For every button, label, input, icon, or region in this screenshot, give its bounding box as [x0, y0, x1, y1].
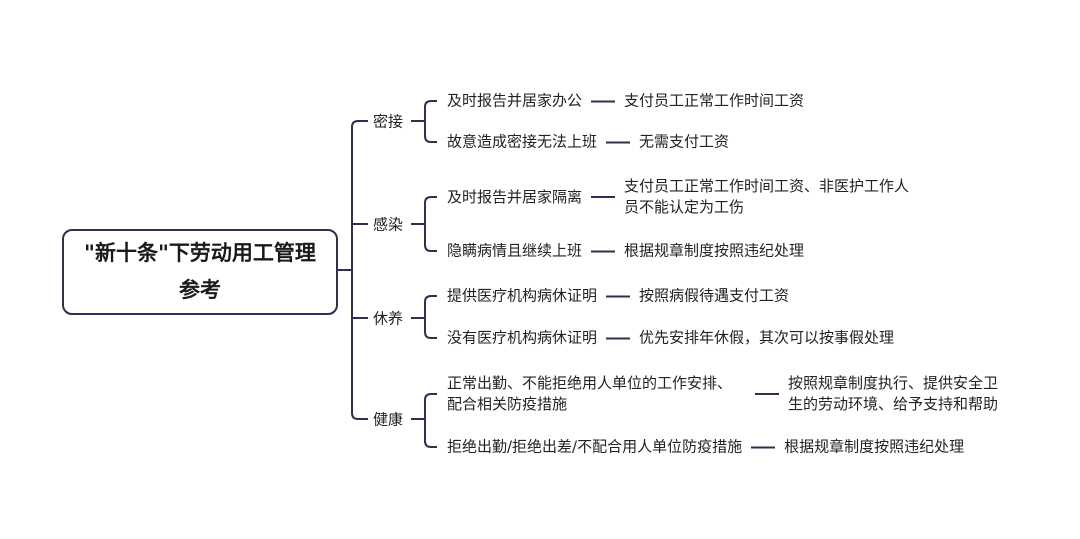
result-text: 按照病假待遇支付工资 — [639, 286, 790, 305]
condition-text: 隐瞒病情且继续上班 — [447, 241, 583, 260]
condition-text: 拒绝出勤/拒绝出差/不配合用人单位防疫措施 — [447, 437, 743, 456]
branch-miji: 密接 — [373, 112, 404, 131]
list-item: 拒绝出勤/拒绝出差/不配合用人单位防疫措施 根据规章制度按照违纪处理 — [447, 437, 964, 458]
root-node: "新十条"下劳动用工管理 参考 — [62, 229, 338, 315]
branch-xiuyang: 休养 — [373, 309, 404, 328]
connector-dash — [591, 250, 616, 252]
connector-dash — [751, 446, 776, 448]
condition-text: 提供医疗机构病休证明 — [447, 286, 598, 305]
list-item: 及时报告并居家办公 支付员工正常工作时间工资 — [447, 91, 804, 112]
condition-text: 故意造成密接无法上班 — [447, 132, 598, 151]
condition-text: 正常出勤、不能拒绝用人单位的工作安排、配合相关防疫措施 — [447, 374, 733, 413]
root-title-line1: "新十条"下劳动用工管理 — [84, 241, 316, 265]
connector-dash — [591, 196, 616, 198]
subtree-jiankang — [411, 393, 437, 448]
result-text: 按照规章制度执行、提供安全卫生的劳动环境、给予支持和帮助 — [788, 374, 999, 413]
connector-dash — [755, 393, 779, 395]
list-item: 提供医疗机构病休证明 按照病假待遇支付工资 — [447, 286, 789, 307]
result-text: 根据规章制度按照违纪处理 — [624, 241, 805, 260]
branch-ganran: 感染 — [373, 215, 404, 234]
connector-dash — [606, 295, 631, 297]
connector-dash — [606, 141, 631, 143]
list-item: 没有医疗机构病休证明 优先安排年休假，其次可以按事假处理 — [447, 328, 894, 349]
branch-jiankang: 健康 — [373, 410, 404, 429]
condition-text: 没有医疗机构病休证明 — [447, 328, 598, 347]
list-item: 故意造成密接无法上班 无需支付工资 — [447, 132, 729, 153]
result-text: 支付员工正常工作时间工资 — [624, 91, 805, 110]
connector-dash — [591, 100, 616, 102]
condition-text: 及时报告并居家隔离 — [447, 187, 583, 206]
trunk-line — [351, 120, 368, 420]
connector-dash — [606, 337, 631, 339]
subtree-xiuyang — [411, 295, 437, 339]
result-text: 根据规章制度按照违纪处理 — [784, 437, 965, 456]
subtree-miji — [411, 100, 437, 143]
root-title-line2: 参考 — [179, 278, 221, 302]
list-item: 及时报告并居家隔离 支付员工正常工作时间工资、非医护工作人员不能认定为工伤 — [447, 176, 909, 218]
result-text: 支付员工正常工作时间工资、非医护工作人员不能认定为工伤 — [624, 177, 910, 216]
result-text: 无需支付工资 — [639, 132, 730, 151]
subtree-ganran — [411, 196, 437, 252]
condition-text: 及时报告并居家办公 — [447, 91, 583, 110]
list-item: 隐瞒病情且继续上班 根据规章制度按照违纪处理 — [447, 241, 804, 262]
result-text: 优先安排年休假，其次可以按事假处理 — [639, 328, 895, 347]
list-item: 正常出勤、不能拒绝用人单位的工作安排、配合相关防疫措施 按照规章制度执行、提供安全… — [447, 373, 1003, 415]
